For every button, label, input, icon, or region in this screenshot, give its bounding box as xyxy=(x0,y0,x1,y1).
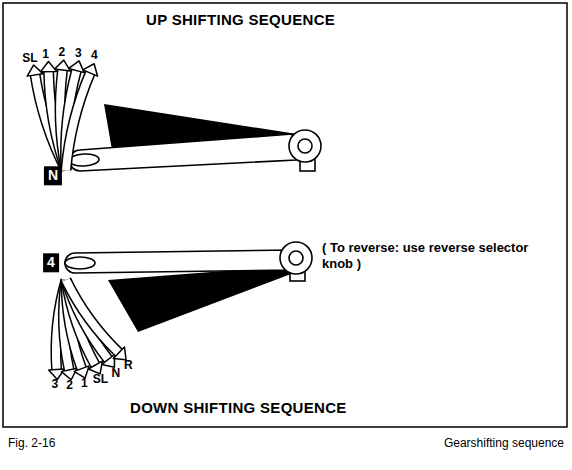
gear-indicator: N xyxy=(44,166,62,185)
arrow-head xyxy=(61,368,77,379)
arrow-head xyxy=(102,355,115,368)
gear-label: 3 xyxy=(52,379,59,392)
arrow-head xyxy=(83,64,98,76)
gear-indicator: 4 xyxy=(43,253,59,272)
shift-lever xyxy=(70,134,297,171)
gear-label: 1 xyxy=(42,48,49,61)
gear-label: 2 xyxy=(59,46,66,59)
arrow-head xyxy=(88,361,102,374)
arrow-band xyxy=(66,280,119,353)
arrow-band xyxy=(66,73,90,170)
gear-label: 1 xyxy=(81,378,88,391)
arrow-head xyxy=(69,61,84,73)
arrow-band xyxy=(66,280,119,353)
arrow-head xyxy=(113,347,126,360)
clamp-bore xyxy=(289,251,303,265)
figure-number: Fig. 2-16 xyxy=(8,437,55,450)
gear-label: R xyxy=(124,359,133,372)
clamp-bore xyxy=(298,139,312,153)
lever-slot xyxy=(65,257,95,269)
shift-lever xyxy=(65,250,292,273)
gear-label: SL xyxy=(93,374,108,387)
shift-arrows xyxy=(27,60,126,380)
arrow-head xyxy=(74,366,89,378)
note-text: ( To reverse: use reverse selector knob … xyxy=(322,240,558,273)
gear-label: 4 xyxy=(91,50,98,63)
figure-caption: Gearshifting sequence xyxy=(444,437,564,450)
section-heading: DOWN SHIFTING SEQUENCE xyxy=(130,400,347,417)
lever-clamp xyxy=(289,130,321,162)
arrow-head xyxy=(41,62,57,72)
gear-label: SL xyxy=(22,52,37,65)
section-heading: UP SHIFTING SEQUENCE xyxy=(146,12,335,29)
motion-wedge xyxy=(108,266,291,332)
arrow-band xyxy=(66,73,90,170)
gear-label: N xyxy=(111,367,120,380)
lever-slot xyxy=(69,153,100,167)
gear-label: 3 xyxy=(75,47,82,60)
figure-frame xyxy=(3,3,567,427)
arrow-head xyxy=(55,60,71,71)
lever-clamp xyxy=(280,242,312,274)
gear-label: 2 xyxy=(66,379,73,392)
